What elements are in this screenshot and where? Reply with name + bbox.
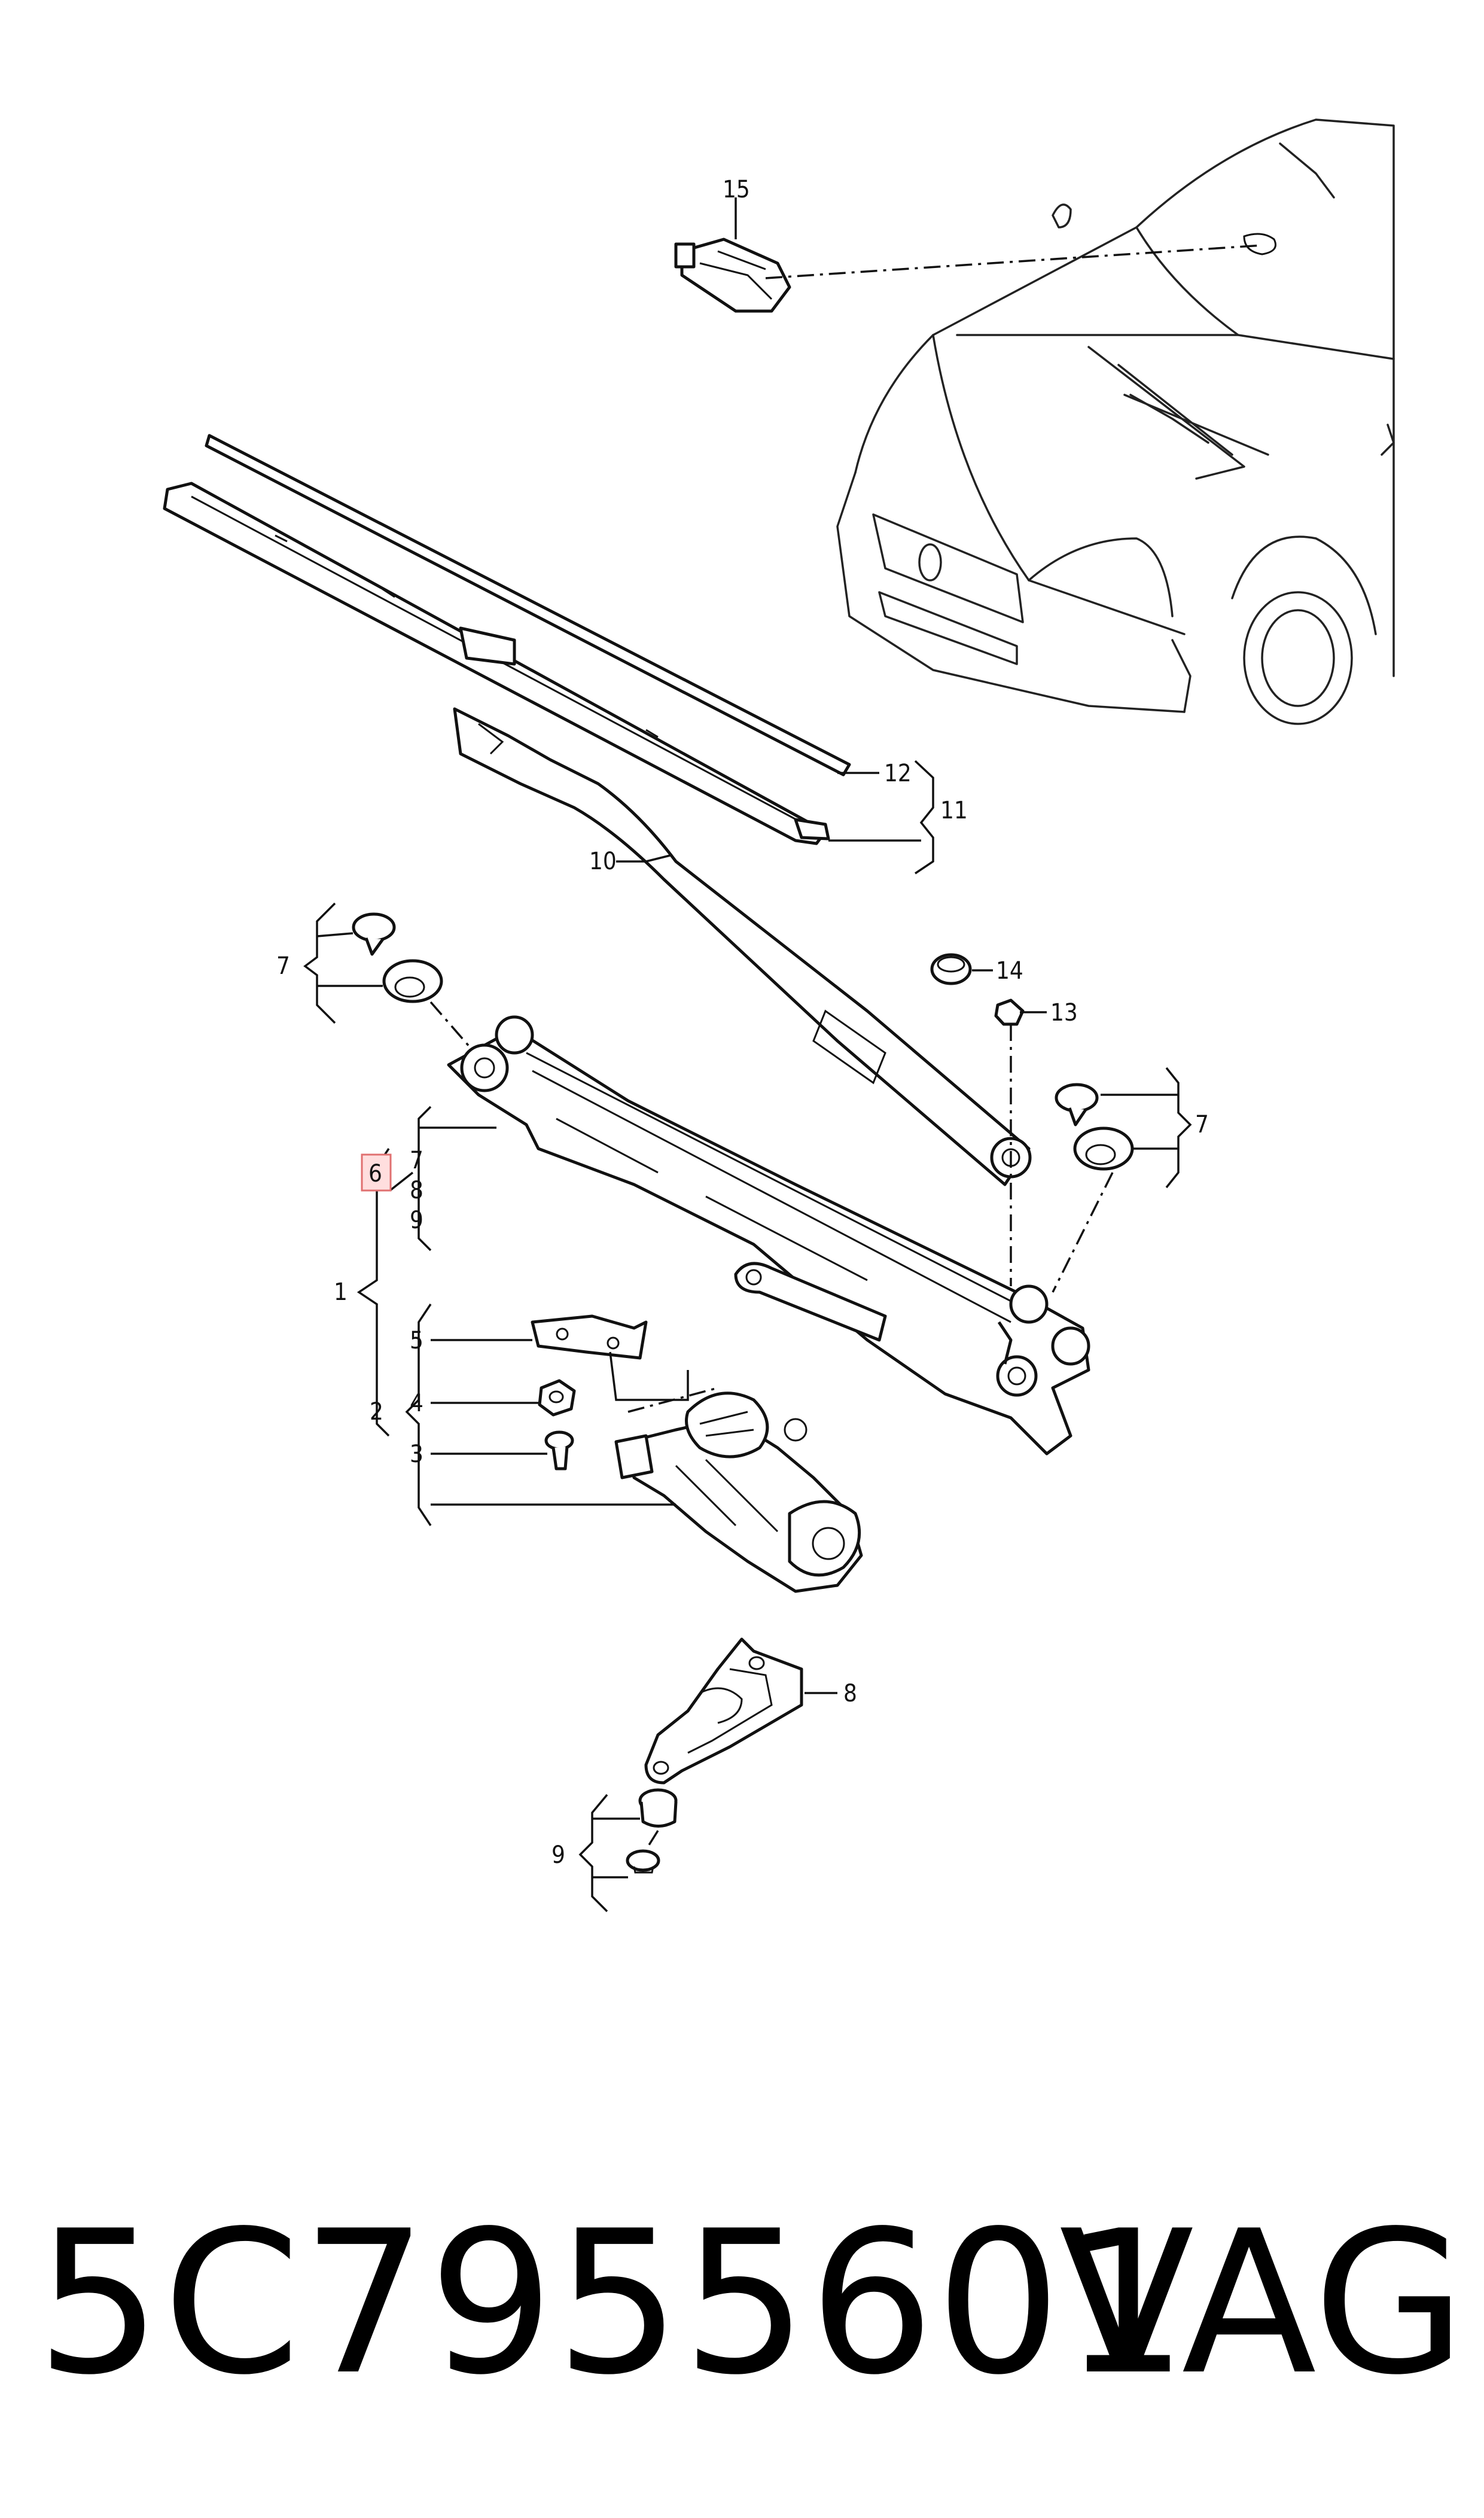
part-4-nut [538, 1379, 576, 1417]
part-14-cap [930, 953, 972, 985]
callout-15: 15 [723, 176, 750, 203]
part-8-mounting-bracket [644, 1637, 803, 1785]
parts-diagram: 15 12 11 10 14 13 7 7 6 7 8 9 1 2 5 4 3 … [163, 118, 1395, 1913]
car-illustration [836, 118, 1395, 725]
callout-8: 8 [410, 1177, 423, 1204]
callout-7-right: 7 [1195, 1111, 1209, 1138]
wiper-motor [614, 1392, 863, 1593]
part-7-bushing-right [1052, 1083, 1134, 1293]
part-9-grommet [626, 1788, 678, 1874]
footer: 5C7955601 VAG [0, 2178, 1484, 2429]
part-15-rain-sensor [674, 197, 1276, 313]
callout-7-left: 7 [276, 952, 290, 980]
callout-labels: 15 12 11 10 14 13 7 7 6 7 8 9 1 2 5 4 3 … [276, 176, 1209, 1869]
callout-7: 7 [410, 1147, 423, 1174]
callout-5: 5 [410, 1327, 423, 1354]
callout-9-grommet: 9 [551, 1841, 565, 1869]
callout-11: 11 [940, 797, 968, 824]
callout-8-bracket: 8 [843, 1680, 857, 1707]
part-5-bracket [531, 1314, 718, 1413]
callout-14: 14 [996, 957, 1023, 985]
callout-6: 6 [368, 1160, 382, 1188]
part-6-wiper-linkage [447, 1015, 1090, 1456]
callout-13: 13 [1050, 999, 1078, 1027]
brand-name: VAG [1059, 2188, 1466, 2418]
part-13-nut [994, 998, 1025, 1286]
part-3-screw [544, 1430, 574, 1470]
callout-1: 1 [334, 1278, 348, 1306]
callout-2: 2 [370, 1398, 383, 1426]
part-7-bushing-left [352, 912, 492, 1072]
callout-9: 9 [410, 1207, 423, 1234]
leader-lines [303, 760, 1192, 1913]
highlight-box-6 [361, 1153, 392, 1192]
callout-3: 3 [410, 1441, 423, 1468]
callout-10: 10 [589, 848, 617, 875]
callout-4: 4 [410, 1390, 423, 1417]
callout-12: 12 [884, 760, 912, 787]
part-number: 5C7955601 [36, 2188, 1190, 2418]
part-11-12-wiper-blade [163, 434, 851, 845]
